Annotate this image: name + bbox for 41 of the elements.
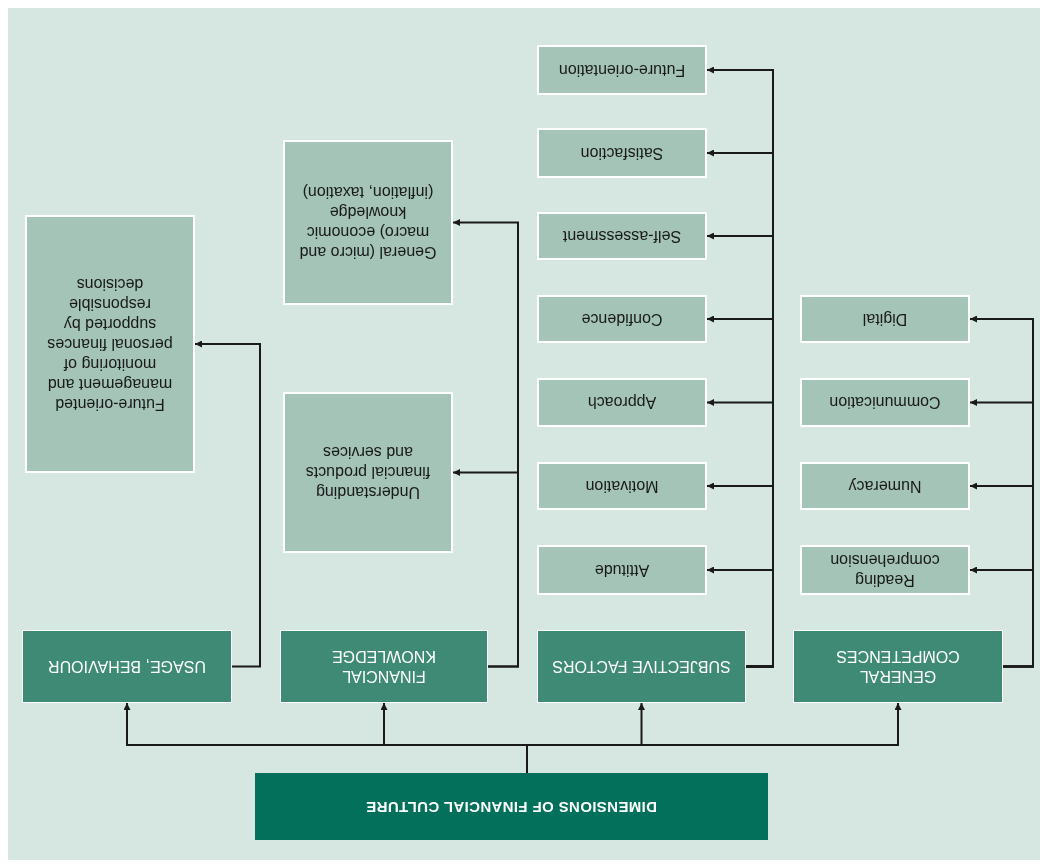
box-label: Satisfaction <box>580 144 664 163</box>
item-box <box>800 462 970 510</box>
box-label: Attitude <box>594 561 650 580</box>
category-box <box>537 630 746 703</box>
box-label: GENERAL COMPETENCES <box>835 647 961 687</box>
item-box <box>537 128 707 178</box>
box-label: Future-oriented management and monitoring of personal finances supported by responsible decisions <box>46 275 174 414</box>
item-box <box>537 295 707 343</box>
item-box <box>537 45 707 95</box>
category-box <box>793 630 1003 703</box>
item-box <box>283 140 453 305</box>
box-label: Self-assessment <box>562 227 682 246</box>
box-label: Confidence <box>581 310 663 329</box>
box-label: General (micro and macro) economic knowledge (inflation, taxation) <box>298 183 438 263</box>
item-box <box>537 545 707 595</box>
box-label: Motivation <box>585 477 659 496</box>
box-label: DIMENSIONS OF FINANCIAL CULTURE <box>365 797 658 818</box>
category-box <box>22 630 232 703</box>
item-box <box>537 378 707 427</box>
box-label: Future-orientation <box>558 61 686 80</box>
category-box <box>280 630 488 703</box>
arrow <box>969 315 1034 668</box>
item-box <box>25 215 195 473</box>
box-label: USAGE, BEHAVIOUR <box>48 657 206 677</box>
box-label: Numeracy <box>848 477 922 496</box>
title-box <box>255 773 768 840</box>
box-label: SUBJECTIVE FACTORS <box>552 657 731 677</box>
box-label: Communication <box>829 393 941 413</box>
box-label: Understanding financial products and services <box>304 443 432 503</box>
arrow <box>452 219 519 668</box>
item-box <box>800 545 970 595</box>
item-box <box>800 295 970 343</box>
arrow <box>194 340 261 668</box>
item-box <box>283 392 453 553</box>
box-label: FINANCIAL KNOWLEDGE <box>331 647 437 687</box>
box-label: Reading comprehension <box>829 551 941 590</box>
box-label: Approach <box>587 393 657 413</box>
item-box <box>537 212 707 260</box>
box-label: Digital <box>862 310 908 329</box>
item-box <box>537 462 707 510</box>
item-box <box>800 378 970 427</box>
